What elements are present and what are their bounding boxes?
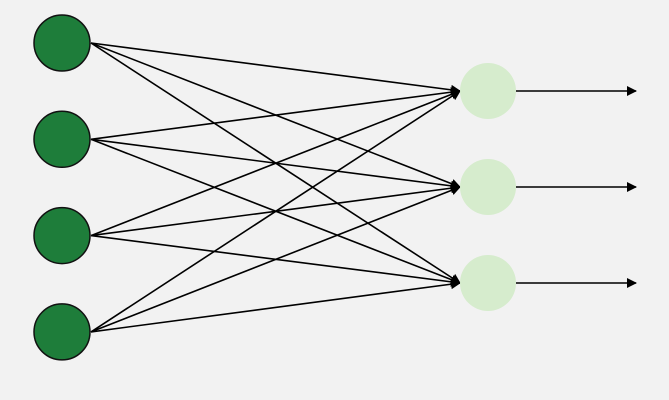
input-node-4 (33, 303, 91, 361)
connection-2-to-1 (90, 87, 461, 141)
output-node-2 (460, 159, 516, 215)
connection-lines (90, 42, 461, 333)
connection-4-to-3 (90, 279, 461, 333)
output-node-1 (460, 63, 516, 119)
input-node-3 (33, 206, 91, 265)
output-arrows (516, 86, 637, 288)
connection-4-to-1 (90, 90, 461, 333)
connection-4-to-2 (90, 185, 461, 333)
connection-1-to-1 (90, 42, 461, 95)
output-node-3 (460, 255, 516, 311)
input-node-1 (33, 14, 91, 72)
network-nodes (33, 14, 516, 361)
input-node-2 (33, 110, 91, 169)
connection-3-to-1 (90, 89, 461, 237)
